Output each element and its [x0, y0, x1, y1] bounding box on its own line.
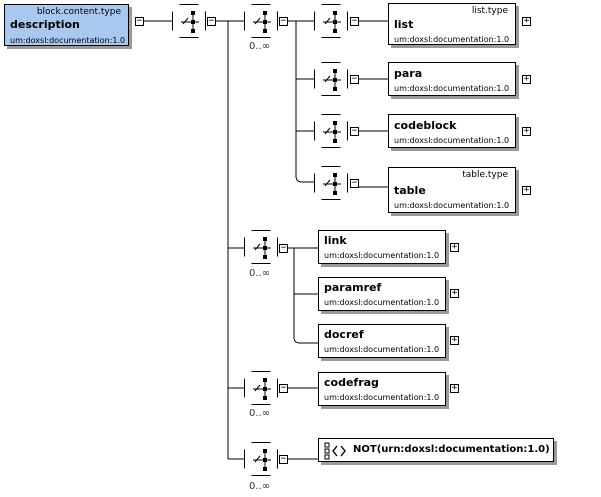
docref-name-label: docref	[324, 328, 364, 341]
collapse-toggle-icon[interactable]: −	[350, 74, 359, 84]
root-type-label: block.content.type	[36, 7, 121, 17]
collapse-toggle-icon[interactable]: −	[350, 178, 359, 188]
para-namespace-label: um:doxsl:documentation:1.0	[394, 84, 510, 93]
sequence-compositor-icon[interactable]	[244, 442, 278, 476]
element-link[interactable]: link um:doxsl:documentation:1.0	[318, 230, 446, 264]
sequence-compositor-icon[interactable]	[314, 114, 348, 148]
element-codeblock[interactable]: codeblock um:doxsl:documentation:1.0	[388, 114, 516, 148]
collapse-toggle-icon[interactable]: −	[279, 383, 288, 393]
root-element-description[interactable]: block.content.type description um:doxsl:…	[4, 4, 129, 46]
list-name-label: list	[394, 18, 414, 31]
expand-toggle-icon[interactable]: +	[450, 242, 459, 252]
para-name-label: para	[394, 67, 423, 80]
group-3-cardinality: 0..∞	[249, 408, 271, 419]
root-namespace-label: um:doxsl:documentation:1.0	[10, 36, 126, 45]
sequence-compositor-icon[interactable]	[244, 4, 278, 38]
sequence-compositor-icon[interactable]	[172, 4, 206, 38]
expand-toggle-icon[interactable]: +	[450, 335, 459, 345]
link-name-label: link	[324, 234, 347, 247]
table-namespace-label: um:doxsl:documentation:1.0	[394, 201, 510, 210]
collapse-toggle-icon[interactable]: −	[279, 16, 288, 26]
sequence-compositor-icon[interactable]	[244, 371, 278, 405]
paramref-namespace-label: um:doxsl:documentation:1.0	[324, 298, 440, 307]
list-namespace-label: um:doxsl:documentation:1.0	[394, 35, 510, 44]
expand-toggle-icon[interactable]: +	[522, 74, 531, 84]
element-para[interactable]: para um:doxsl:documentation:1.0	[388, 62, 516, 96]
codefrag-name-label: codefrag	[324, 376, 379, 389]
table-name-label: table	[394, 184, 426, 197]
codefrag-namespace-label: um:doxsl:documentation:1.0	[324, 393, 440, 402]
docref-namespace-label: um:doxsl:documentation:1.0	[324, 345, 440, 354]
sequence-compositor-icon[interactable]	[244, 230, 278, 264]
collapse-toggle-icon[interactable]: −	[350, 16, 359, 26]
root-name-label: description	[10, 18, 80, 31]
element-list[interactable]: list.type list um:doxsl:documentation:1.…	[388, 3, 516, 45]
sequence-compositor-icon[interactable]	[314, 166, 348, 200]
any-element-wildcard[interactable]: NOT(urn:doxsl:documentation:1.0)	[318, 438, 554, 462]
expand-toggle-icon[interactable]: +	[522, 126, 531, 136]
collapse-toggle-icon[interactable]: −	[207, 16, 216, 26]
group-4-cardinality: 0..∞	[249, 481, 271, 492]
sequence-compositor-icon[interactable]	[314, 4, 348, 38]
sequence-compositor-icon[interactable]	[314, 62, 348, 96]
collapse-toggle-icon[interactable]: −	[279, 454, 288, 464]
collapse-toggle-icon[interactable]: −	[279, 243, 288, 253]
collapse-toggle-icon[interactable]: −	[350, 126, 359, 136]
expand-toggle-icon[interactable]: +	[522, 16, 531, 26]
group-2-cardinality: 0..∞	[249, 268, 271, 279]
expand-toggle-icon[interactable]: +	[450, 288, 459, 298]
codeblock-name-label: codeblock	[394, 119, 457, 132]
codeblock-namespace-label: um:doxsl:documentation:1.0	[394, 136, 510, 145]
element-docref[interactable]: docref um:doxsl:documentation:1.0	[318, 324, 446, 358]
table-type-label: table.type	[462, 170, 508, 180]
link-namespace-label: um:doxsl:documentation:1.0	[324, 251, 440, 260]
paramref-name-label: paramref	[324, 281, 382, 294]
any-element-icon	[324, 442, 346, 460]
group-1-cardinality: 0..∞	[249, 41, 271, 52]
list-type-label: list.type	[471, 6, 508, 16]
any-element-label: NOT(urn:doxsl:documentation:1.0)	[353, 444, 550, 455]
element-codefrag[interactable]: codefrag um:doxsl:documentation:1.0	[318, 372, 446, 406]
element-table[interactable]: table.type table um:doxsl:documentation:…	[388, 167, 516, 213]
element-paramref[interactable]: paramref um:doxsl:documentation:1.0	[318, 277, 446, 311]
collapse-toggle-icon[interactable]: −	[135, 16, 144, 26]
expand-toggle-icon[interactable]: +	[450, 383, 459, 393]
expand-toggle-icon[interactable]: +	[522, 185, 531, 195]
